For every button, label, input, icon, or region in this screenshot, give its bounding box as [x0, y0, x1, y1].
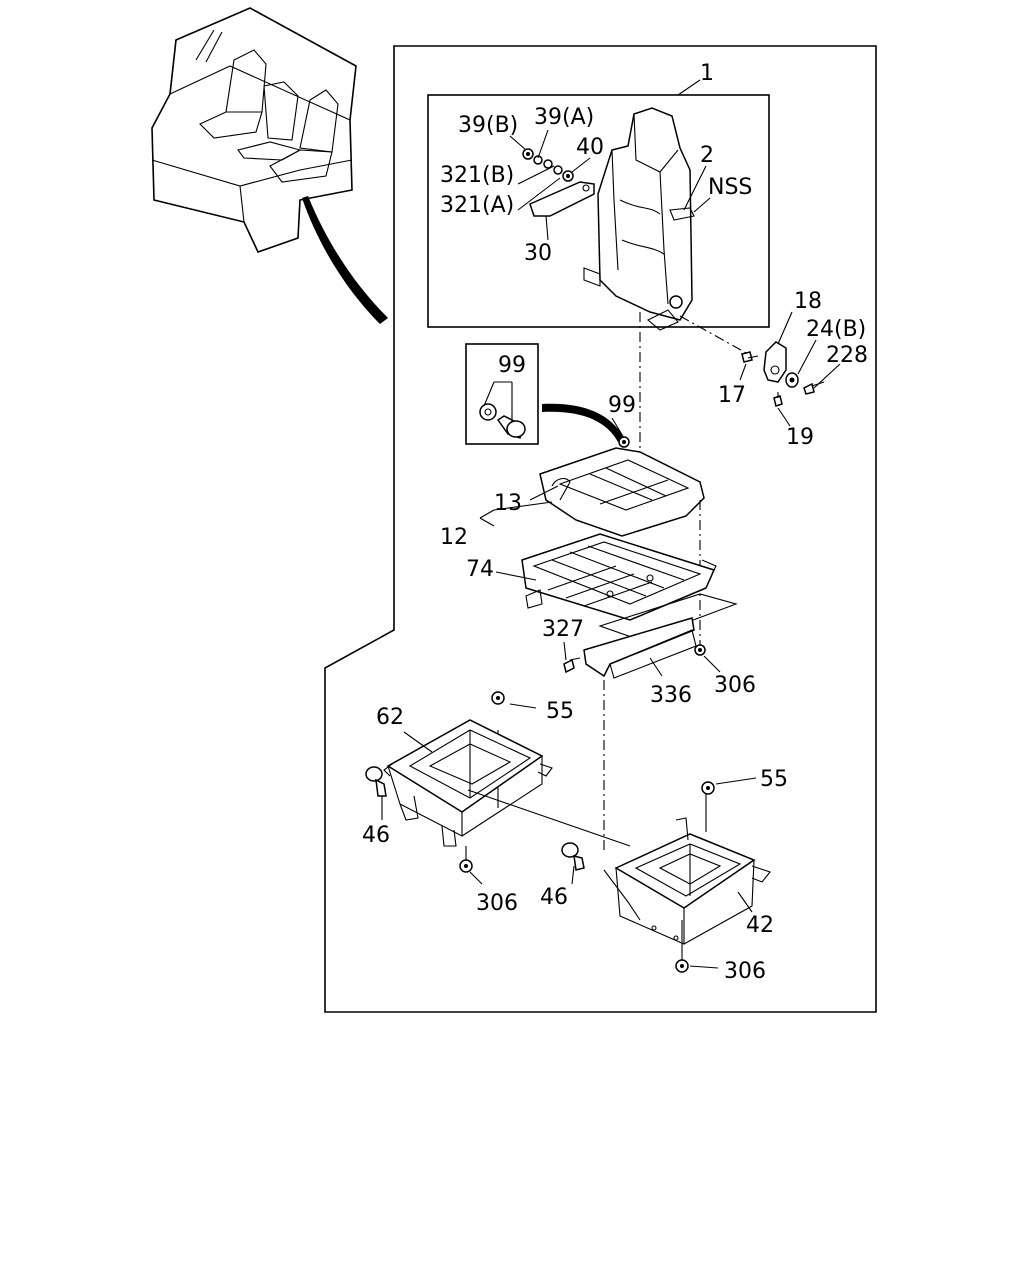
- label-part-321a: 321(A): [440, 193, 514, 218]
- fastener-99-inset-box: [465, 343, 539, 445]
- hinge-cover-illustration: [741, 341, 825, 407]
- label-part-306-right: 306: [724, 959, 766, 984]
- fastener-99-detail: [479, 381, 526, 439]
- label-part-306-rear: 306: [714, 673, 756, 698]
- label-part-46-right: 46: [540, 885, 568, 910]
- label-part-99-inset: 99: [498, 353, 526, 378]
- cab-overview-illustration: [151, 7, 357, 253]
- seat-slide-rail-illustration: [521, 533, 738, 641]
- label-part-30: 30: [524, 241, 552, 266]
- label-part-74: 74: [466, 557, 494, 582]
- label-part-321b: 321(B): [440, 163, 514, 188]
- label-part-55-right: 55: [760, 767, 788, 792]
- label-part-1: 1: [700, 61, 714, 86]
- label-part-19: 19: [786, 425, 814, 450]
- seat-cushion-illustration: [539, 436, 705, 537]
- callout-arrow: [302, 196, 388, 324]
- label-part-55-left: 55: [546, 699, 574, 724]
- label-part-39a: 39(A): [534, 105, 594, 130]
- armrest-illustration: [529, 181, 595, 217]
- label-part-306-left: 306: [476, 891, 518, 916]
- seat-back-inset-box: [427, 94, 770, 328]
- label-part-62: 62: [376, 705, 404, 730]
- label-nss: NSS: [708, 175, 752, 200]
- label-part-39b: 39(B): [458, 113, 518, 138]
- label-part-40: 40: [576, 135, 604, 160]
- detail-frame: [324, 45, 877, 1013]
- label-part-46-left: 46: [362, 823, 390, 848]
- label-part-99: 99: [608, 393, 636, 418]
- label-part-228: 228: [826, 343, 868, 368]
- label-part-18: 18: [794, 289, 822, 314]
- label-part-12: 12: [440, 525, 468, 550]
- label-part-13: 13: [494, 491, 522, 516]
- callout-arrow-99: [542, 403, 624, 442]
- seat-back-illustration: [583, 107, 695, 331]
- label-part-327: 327: [542, 617, 584, 642]
- label-part-24b: 24(B): [806, 317, 866, 342]
- right-riser-bracket-illustration: [561, 781, 771, 973]
- washer-nut-group: [522, 148, 574, 182]
- label-part-17: 17: [718, 383, 746, 408]
- part-labels: 1 39(B) 39(A) 40 2 NSS 321(B) 321(A) 30 …: [362, 61, 868, 984]
- label-part-42: 42: [746, 913, 774, 938]
- label-part-2: 2: [700, 143, 714, 168]
- left-riser-bracket-illustration: [365, 691, 553, 873]
- label-part-336: 336: [650, 683, 692, 708]
- rear-bracket-illustration: [563, 617, 706, 679]
